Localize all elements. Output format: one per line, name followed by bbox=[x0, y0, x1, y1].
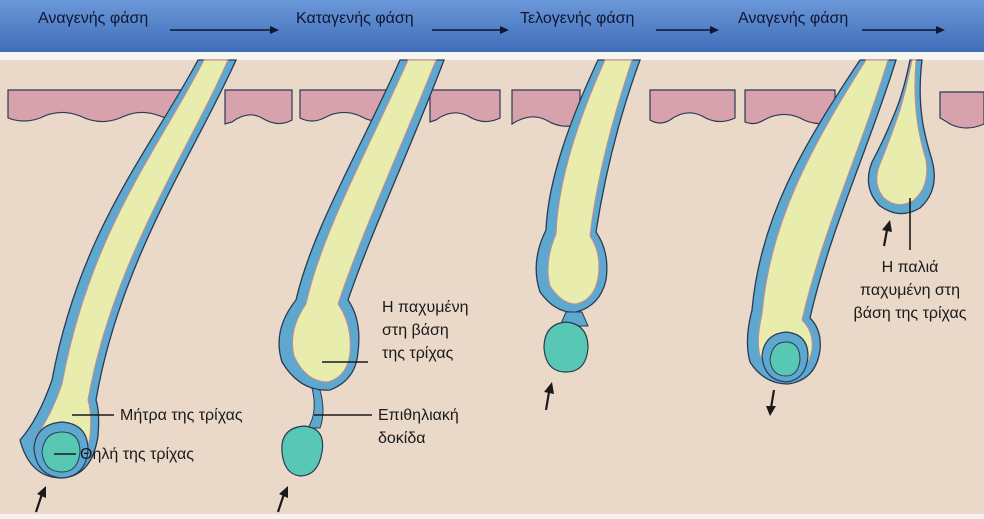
label-club-hair: Η παχυμένη στη βάση της τρίχας bbox=[382, 296, 468, 365]
label-old-club-hair: Η παλιά παχυμένη στη βάση της τρίχας bbox=[840, 256, 980, 325]
phase-label-anagen-1: Αναγενής φάση bbox=[38, 10, 148, 28]
phase-label-catagen: Καταγενής φάση bbox=[296, 10, 414, 28]
label-epithelial-strand: Επιθηλιακή δοκίδα bbox=[378, 404, 459, 450]
label-hair-matrix: Μήτρα της τρίχας bbox=[120, 404, 243, 427]
follicle-2-papilla bbox=[282, 426, 323, 476]
label-strand-line-1: Επιθηλιακή bbox=[378, 404, 459, 427]
phase-label-telogen: Τελογενής φάση bbox=[520, 10, 634, 28]
follicle-3-papilla bbox=[544, 322, 588, 372]
label-old-club-line-3: βάση της τρίχας bbox=[840, 302, 980, 325]
label-old-club-line-1: Η παλιά bbox=[840, 256, 980, 279]
header-gap bbox=[0, 52, 984, 60]
label-club-line-3: της τρίχας bbox=[382, 342, 468, 365]
follicle-1-papilla bbox=[42, 432, 80, 472]
label-club-line-2: στη βάση bbox=[382, 319, 468, 342]
follicle-4-papilla bbox=[770, 342, 800, 376]
phase-label-anagen-2: Αναγενής φάση bbox=[738, 10, 848, 28]
label-old-club-line-2: παχυμένη στη bbox=[840, 279, 980, 302]
label-strand-line-2: δοκίδα bbox=[378, 427, 459, 450]
label-hair-papilla: Θηλή της τρίχας bbox=[80, 443, 194, 466]
label-club-line-1: Η παχυμένη bbox=[382, 296, 468, 319]
